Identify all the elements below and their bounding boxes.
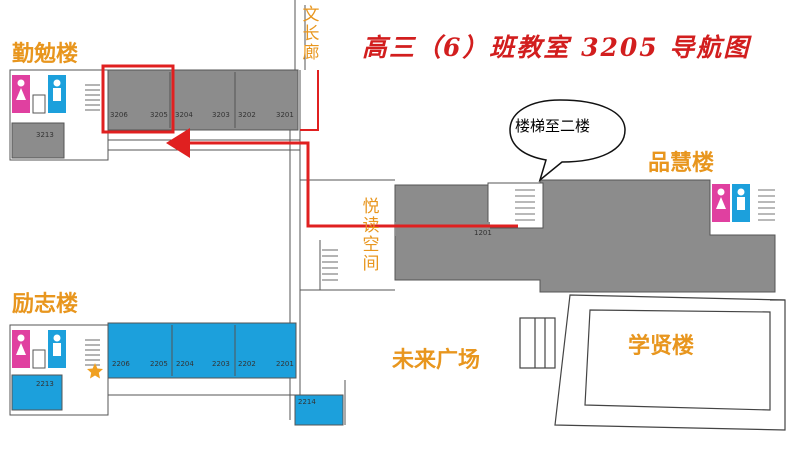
route-arrow bbox=[166, 128, 518, 228]
room-number: 3203 bbox=[212, 111, 230, 119]
building-label-lizhi: 励志楼 bbox=[12, 292, 79, 317]
qinmian-main-block bbox=[107, 69, 299, 131]
room-number: 3204 bbox=[175, 111, 193, 119]
building-label-qinmian: 勤勉楼 bbox=[12, 42, 79, 67]
route-arrow-branch bbox=[300, 70, 319, 131]
room-number: 2206 bbox=[112, 360, 130, 368]
room-number: 3205 bbox=[150, 111, 168, 119]
star-icon bbox=[87, 363, 103, 379]
corridor-label-yueyue: 悦读空间 bbox=[362, 197, 380, 274]
lizhi-room-dividers bbox=[171, 325, 236, 376]
room-number: 3206 bbox=[110, 111, 128, 119]
room-number: 2201 bbox=[276, 360, 294, 368]
map-title: 高三（6）班教室 3205 导航图 bbox=[362, 33, 751, 62]
building-label-pinhui: 品慧楼 bbox=[648, 151, 715, 176]
stairs-note: 楼梯至二楼 bbox=[515, 117, 591, 135]
room-number: 1201 bbox=[474, 229, 492, 237]
room-number: 2213 bbox=[36, 380, 54, 388]
xuexian-outline bbox=[519, 294, 786, 431]
room-number: 3213 bbox=[36, 131, 54, 139]
room-number: 3202 bbox=[238, 111, 256, 119]
room-number: 2204 bbox=[176, 360, 194, 368]
room-number: 3201 bbox=[276, 111, 294, 119]
plaza-label: 未来广场 bbox=[392, 348, 481, 373]
target-room-highlight bbox=[101, 64, 175, 134]
room-number: 2203 bbox=[212, 360, 230, 368]
lizhi-room-2213 bbox=[11, 374, 63, 411]
room-number: 2202 bbox=[238, 360, 256, 368]
restroom-female-icon bbox=[12, 75, 730, 368]
qinmian-room-3213 bbox=[11, 122, 65, 159]
corridor-label-wenchang: 文长廊 bbox=[302, 5, 320, 63]
stairs-note-bubble bbox=[509, 99, 626, 183]
lizhi-room-2214 bbox=[294, 394, 344, 426]
room-number: 2205 bbox=[150, 360, 168, 368]
qinmian-room-dividers bbox=[169, 72, 236, 128]
lizhi-main-block bbox=[107, 322, 297, 379]
restroom-male-icon bbox=[32, 75, 750, 369]
building-label-xuexian: 学贤楼 bbox=[628, 334, 695, 359]
room-number: 2214 bbox=[298, 398, 316, 406]
pinhui-stairwell bbox=[487, 182, 544, 229]
stairs-icon bbox=[85, 84, 775, 366]
